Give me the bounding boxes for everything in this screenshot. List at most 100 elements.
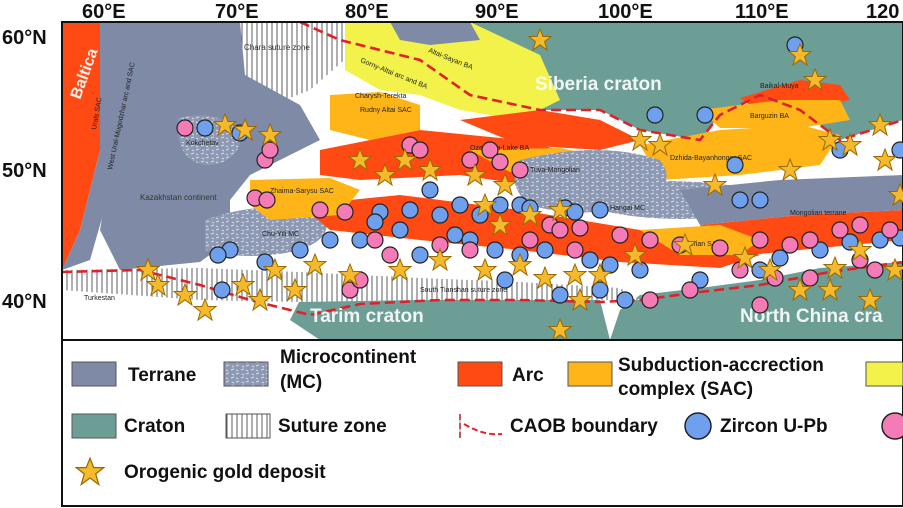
map-label: Kazakhstan continent [140,193,217,202]
zircon-sample-point [751,191,769,209]
rudny-altai-sac [330,92,420,140]
legend-mc-label-1: Microcontinent [280,347,417,368]
lon-label: 90°E [475,1,519,23]
map-label: Chu-Yili MC [262,231,299,238]
pink-sample-point [851,216,869,234]
legend-suture-label: Suture zone [278,416,387,437]
zircon-sample-point [591,281,609,299]
pink-sample-point [381,246,399,264]
zircon-sample-point [291,241,309,259]
lon-label: 60°E [82,1,126,23]
legend-mc-swatch [223,361,269,387]
map-label: Valerian SAC [680,241,722,248]
zircon-sample-point [696,106,714,124]
longitude-labels: 60°E 70°E 80°E 90°E 100°E 110°E 120 [82,1,899,23]
map-label: Chara suture zone [244,43,310,52]
pink-sample-point [781,236,799,254]
central-arc-3 [460,110,640,150]
map-label: Charysh-Terekta [355,93,406,100]
latitude-labels: 60°N 50°N 40°N [2,27,47,313]
pink-sample-point [176,119,194,137]
pink-sample-point [566,241,584,259]
lon-label: 70°E [215,1,259,23]
pink-sample-point [261,141,279,159]
legend-sac-swatch [567,361,613,387]
pink-sample-point [681,281,699,299]
lon-label: 120 [866,1,899,23]
legend-craton-label: Craton [124,416,185,437]
pink-sample-point [511,161,529,179]
zircon-sample-point [771,249,789,267]
zircon-sample-point [401,201,419,219]
legend-pink-swatch [881,412,903,440]
zircon-sample-point [496,271,514,289]
tarim-craton-label: Tarim craton [310,306,424,327]
pink-sample-point [461,241,479,259]
zircon-sample-point [601,256,619,274]
gorny-altai-terrane [390,22,480,45]
valerian-sac [640,225,760,255]
legend-sac-label-1: Subduction-accrection [618,355,824,376]
zircon-sample-point [491,196,509,214]
legend-zircon-swatch [684,412,712,440]
zircon-sample-point [321,231,339,249]
altai-sayan-ba [345,22,560,120]
pink-sample-point [481,141,499,159]
zircon-sample-point [891,141,903,159]
zhaima-sarysu-sac [250,178,360,220]
legend-mc-label-2: (MC) [280,372,322,393]
zircon-sample-point [726,156,744,174]
pink-sample-point [336,203,354,221]
lat-label: 60°N [2,27,47,49]
zircon-sample-point [446,226,464,244]
zircon-sample-point [646,106,664,124]
lon-label: 80°E [345,1,389,23]
zircon-sample-point [591,201,609,219]
pink-sample-point [831,221,849,239]
zircon-sample-point [616,291,634,309]
zircon-sample-point [451,196,469,214]
pink-sample-point [571,219,589,237]
north-china-craton-label: North China cra [740,306,883,327]
siberia-craton-label: Siberia craton [535,74,662,95]
pink-sample-point [801,231,819,249]
legend-zircon-label: Zircon U-Pb [720,416,828,437]
lon-label: 100°E [598,1,653,23]
map-label: Ozernaya-Lake BA [470,145,529,152]
pink-sample-point [491,153,509,171]
zircon-sample-point [196,119,214,137]
legend-gold-label: Orogenic gold deposit [124,462,326,483]
pink-sample-point [551,221,569,239]
zircon-sample-point [391,221,409,239]
pink-sample-point [311,201,329,219]
zircon-sample-point [631,261,649,279]
pink-sample-point [611,226,629,244]
lon-label: 110°E [735,1,789,23]
legend-backarc-swatch [865,361,903,387]
zircon-sample-point [213,281,231,299]
zircon-sample-point [536,241,554,259]
zircon-sample-point [411,246,429,264]
zircon-sample-point [486,241,504,259]
urals-terrane [62,22,130,270]
map-label: Hangai MC [610,205,645,212]
pink-sample-point [866,261,884,279]
map-label: South Tianshan suture zone [420,287,507,294]
map-label: Mongolian terrane [790,210,847,217]
pink-sample-point [801,269,819,287]
pink-sample-point [411,141,429,159]
zircon-sample-point [421,181,439,199]
pink-sample-point [258,191,276,209]
pink-sample-point [641,231,659,249]
pink-sample-point [711,239,729,257]
map-label: Zhaima-Sarysu SAC [270,188,334,195]
map-label: Baikal-Muya [760,83,799,90]
zircon-sample-point [551,286,569,304]
pink-sample-point [461,151,479,169]
zircon-sample-point [351,231,369,249]
legend-caob-label: CAOB boundary [510,416,658,437]
legend: Terrane Microcontinent (MC) Arc Subducti… [61,339,903,507]
legend-craton-swatch [71,413,117,439]
pink-sample-point [881,221,899,239]
